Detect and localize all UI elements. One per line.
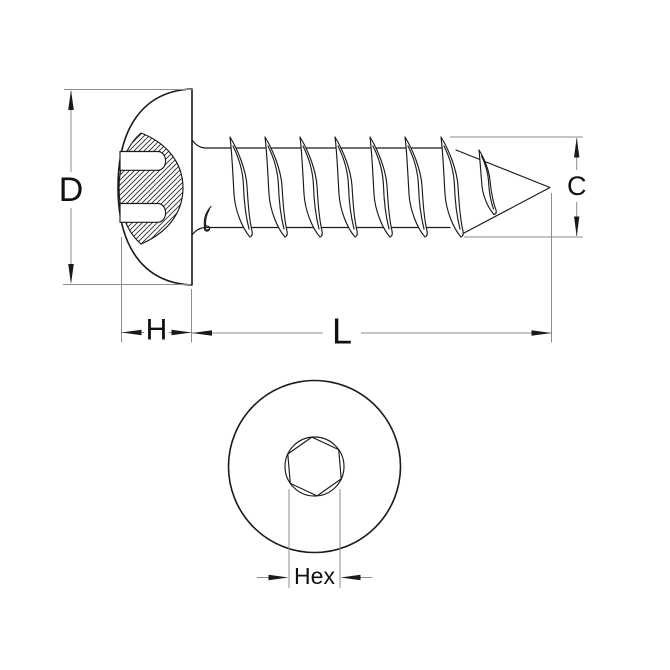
thread-crest <box>264 136 288 238</box>
dimension-point-diameter: C <box>450 136 587 238</box>
thread-runout-curl <box>203 205 212 231</box>
shank-top-line <box>191 139 443 149</box>
thread-crests <box>229 136 464 238</box>
arrow-right-icon <box>531 330 552 336</box>
thread-crest-inner-line <box>267 145 285 230</box>
thread-crest-tip <box>478 149 497 216</box>
screw-tip-cone <box>455 149 551 234</box>
label-head-height: H <box>146 314 168 347</box>
label-hex-socket: Hex <box>294 563 335 589</box>
hex-socket-slot-upper <box>119 150 167 171</box>
thread-crest-inner-line <box>443 145 461 230</box>
shank-bottom-line <box>191 226 451 236</box>
hex-socket-outline <box>287 436 342 497</box>
thread-runout-curl-inner <box>204 208 210 227</box>
arrow-left-icon <box>192 330 212 336</box>
arrow-up-icon <box>574 137 580 158</box>
head-top-view: Hex <box>227 379 402 589</box>
thread-crest-tip-inner <box>480 155 495 210</box>
head-circle <box>227 379 402 554</box>
screw-side-view <box>117 88 551 286</box>
thread-crest-inner-line <box>407 145 425 230</box>
thread-crest <box>299 136 323 238</box>
arrow-right-icon <box>268 574 289 581</box>
thread-crest <box>229 136 253 238</box>
thread-crest <box>404 136 428 238</box>
arrow-right-icon <box>171 329 192 336</box>
arrow-up-icon <box>68 90 74 110</box>
thread-crest <box>334 136 358 238</box>
hex-socket-slot-lower <box>119 202 167 223</box>
thread-crest <box>369 136 393 238</box>
thread-crest <box>440 136 464 238</box>
thread-crest-inner-line <box>232 145 250 230</box>
thread-runout-loop <box>203 225 211 232</box>
label-head-diameter: D <box>59 171 84 209</box>
dimension-head-height: H <box>121 237 192 347</box>
dimension-length: L <box>192 193 552 352</box>
dimension-head-diameter: D <box>59 89 193 285</box>
thread-crest-inner-line <box>372 145 390 230</box>
arrow-left-icon <box>121 329 142 336</box>
label-point-diameter: C <box>567 171 587 201</box>
thread-crest-inner-line <box>337 145 355 230</box>
socket-circle <box>284 436 345 497</box>
arrow-down-icon <box>68 264 74 284</box>
arrow-down-icon <box>574 216 580 237</box>
thread-crest-inner-line <box>302 145 320 230</box>
dimension-hex-socket: Hex <box>257 489 372 589</box>
label-length: L <box>332 311 352 352</box>
arrow-left-icon <box>340 574 361 581</box>
